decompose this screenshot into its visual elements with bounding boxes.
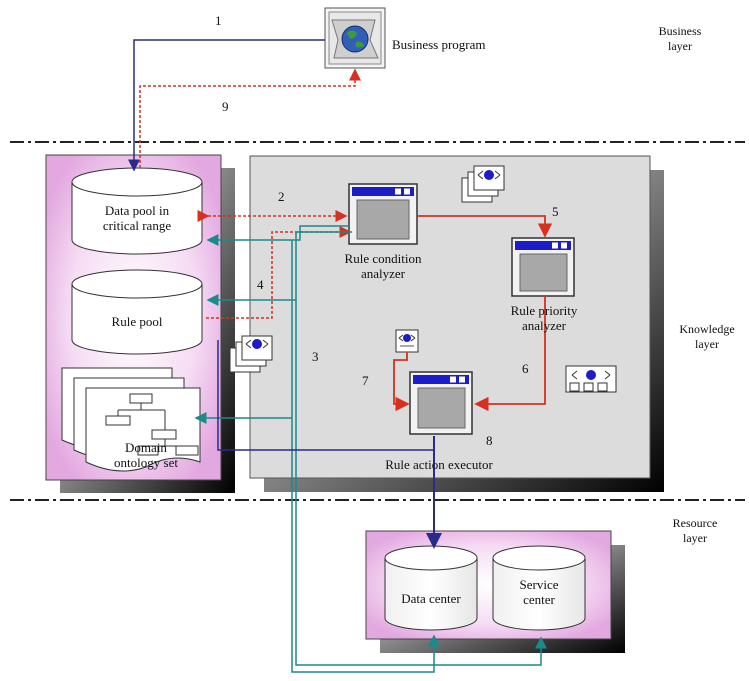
knowledge-layer-line2: layer: [695, 337, 719, 351]
flow-6-arrow: [474, 296, 546, 412]
business-program-label: Business program: [392, 37, 486, 52]
priority-docs-icon: [565, 365, 617, 393]
business-layer-label: Business layer: [650, 24, 710, 54]
rule-priority-analyzer-label: Rule priority analyzer: [494, 303, 594, 333]
resource-layer-label: Resource layer: [660, 516, 730, 546]
rule-pool-cylinder: [71, 269, 203, 355]
data-pool-line1: Data pool in: [104, 203, 170, 218]
data-pool-label: Data pool in critical range: [80, 203, 194, 233]
resource-layer-line2: layer: [683, 531, 707, 545]
step-number-8: 8: [486, 433, 493, 448]
step-number-6: 6: [522, 361, 529, 376]
flow-3-trunk: [295, 231, 547, 666]
step-number-7: 7: [362, 373, 369, 388]
resource-layer-line1: Resource: [672, 516, 718, 530]
domain-ontology-line1: Domain: [125, 440, 167, 455]
data-pool-cylinder: [71, 167, 203, 255]
step-number-1: 1: [215, 13, 222, 28]
rule-priority-analyzer-window: [511, 237, 575, 297]
rule-engine-panel: [249, 155, 664, 492]
step-number-3: 3: [312, 349, 319, 364]
domain-ontology-line2: ontology set: [114, 455, 178, 470]
rule-condition-analyzer-window: [348, 183, 418, 245]
step-number-4: 4: [257, 277, 264, 292]
flow-executor-to-ontology: [217, 340, 434, 451]
flow-7-arrow: [393, 352, 410, 412]
step-number-9: 9: [222, 99, 229, 114]
data-center-cylinder: [384, 545, 478, 631]
domain-ontology-label: Domain ontology set: [92, 440, 200, 470]
rule-action-executor-window: [409, 371, 473, 435]
business-layer-line2: layer: [668, 39, 692, 53]
data-pool-line2: critical range: [102, 218, 172, 233]
knowledge-layer-label: Knowledge layer: [668, 322, 746, 352]
service-center-cylinder: [492, 545, 586, 631]
rule-docs-icon-top: [461, 165, 505, 203]
flow-3-to-datacenter: [291, 240, 440, 673]
rule-pool-label: Rule pool: [111, 314, 163, 329]
flow-5-arrow: [418, 215, 553, 238]
knowledge-layer-line1: Knowledge: [679, 322, 735, 336]
step-number-2: 2: [278, 189, 285, 204]
rule-doc-icon-small: [395, 329, 419, 353]
service-center-line1: Service: [519, 577, 559, 592]
rule-condition-line2: analyzer: [360, 266, 406, 281]
rule-docs-icon-left: [229, 335, 273, 373]
rule-condition-analyzer-label: Rule condition analyzer: [318, 251, 448, 281]
step-number-5: 5: [552, 204, 559, 219]
domain-ontology-stack: [61, 367, 201, 472]
rule-condition-line1: Rule condition: [344, 251, 422, 266]
flow-9-arrow: [139, 68, 361, 168]
data-center-label: Data center: [401, 591, 461, 606]
flow-condition-to-datapool: [206, 225, 350, 246]
rule-action-executor-label: Rule action executor: [385, 457, 493, 472]
service-center-label: Service center: [495, 577, 583, 607]
business-layer-line1: Business: [658, 24, 702, 38]
business-program-icon: [324, 7, 386, 69]
flow-1-arrow: [128, 39, 325, 172]
rule-priority-line2: analyzer: [521, 318, 567, 333]
rule-priority-line1: Rule priority: [510, 303, 578, 318]
service-center-line2: center: [523, 592, 555, 607]
